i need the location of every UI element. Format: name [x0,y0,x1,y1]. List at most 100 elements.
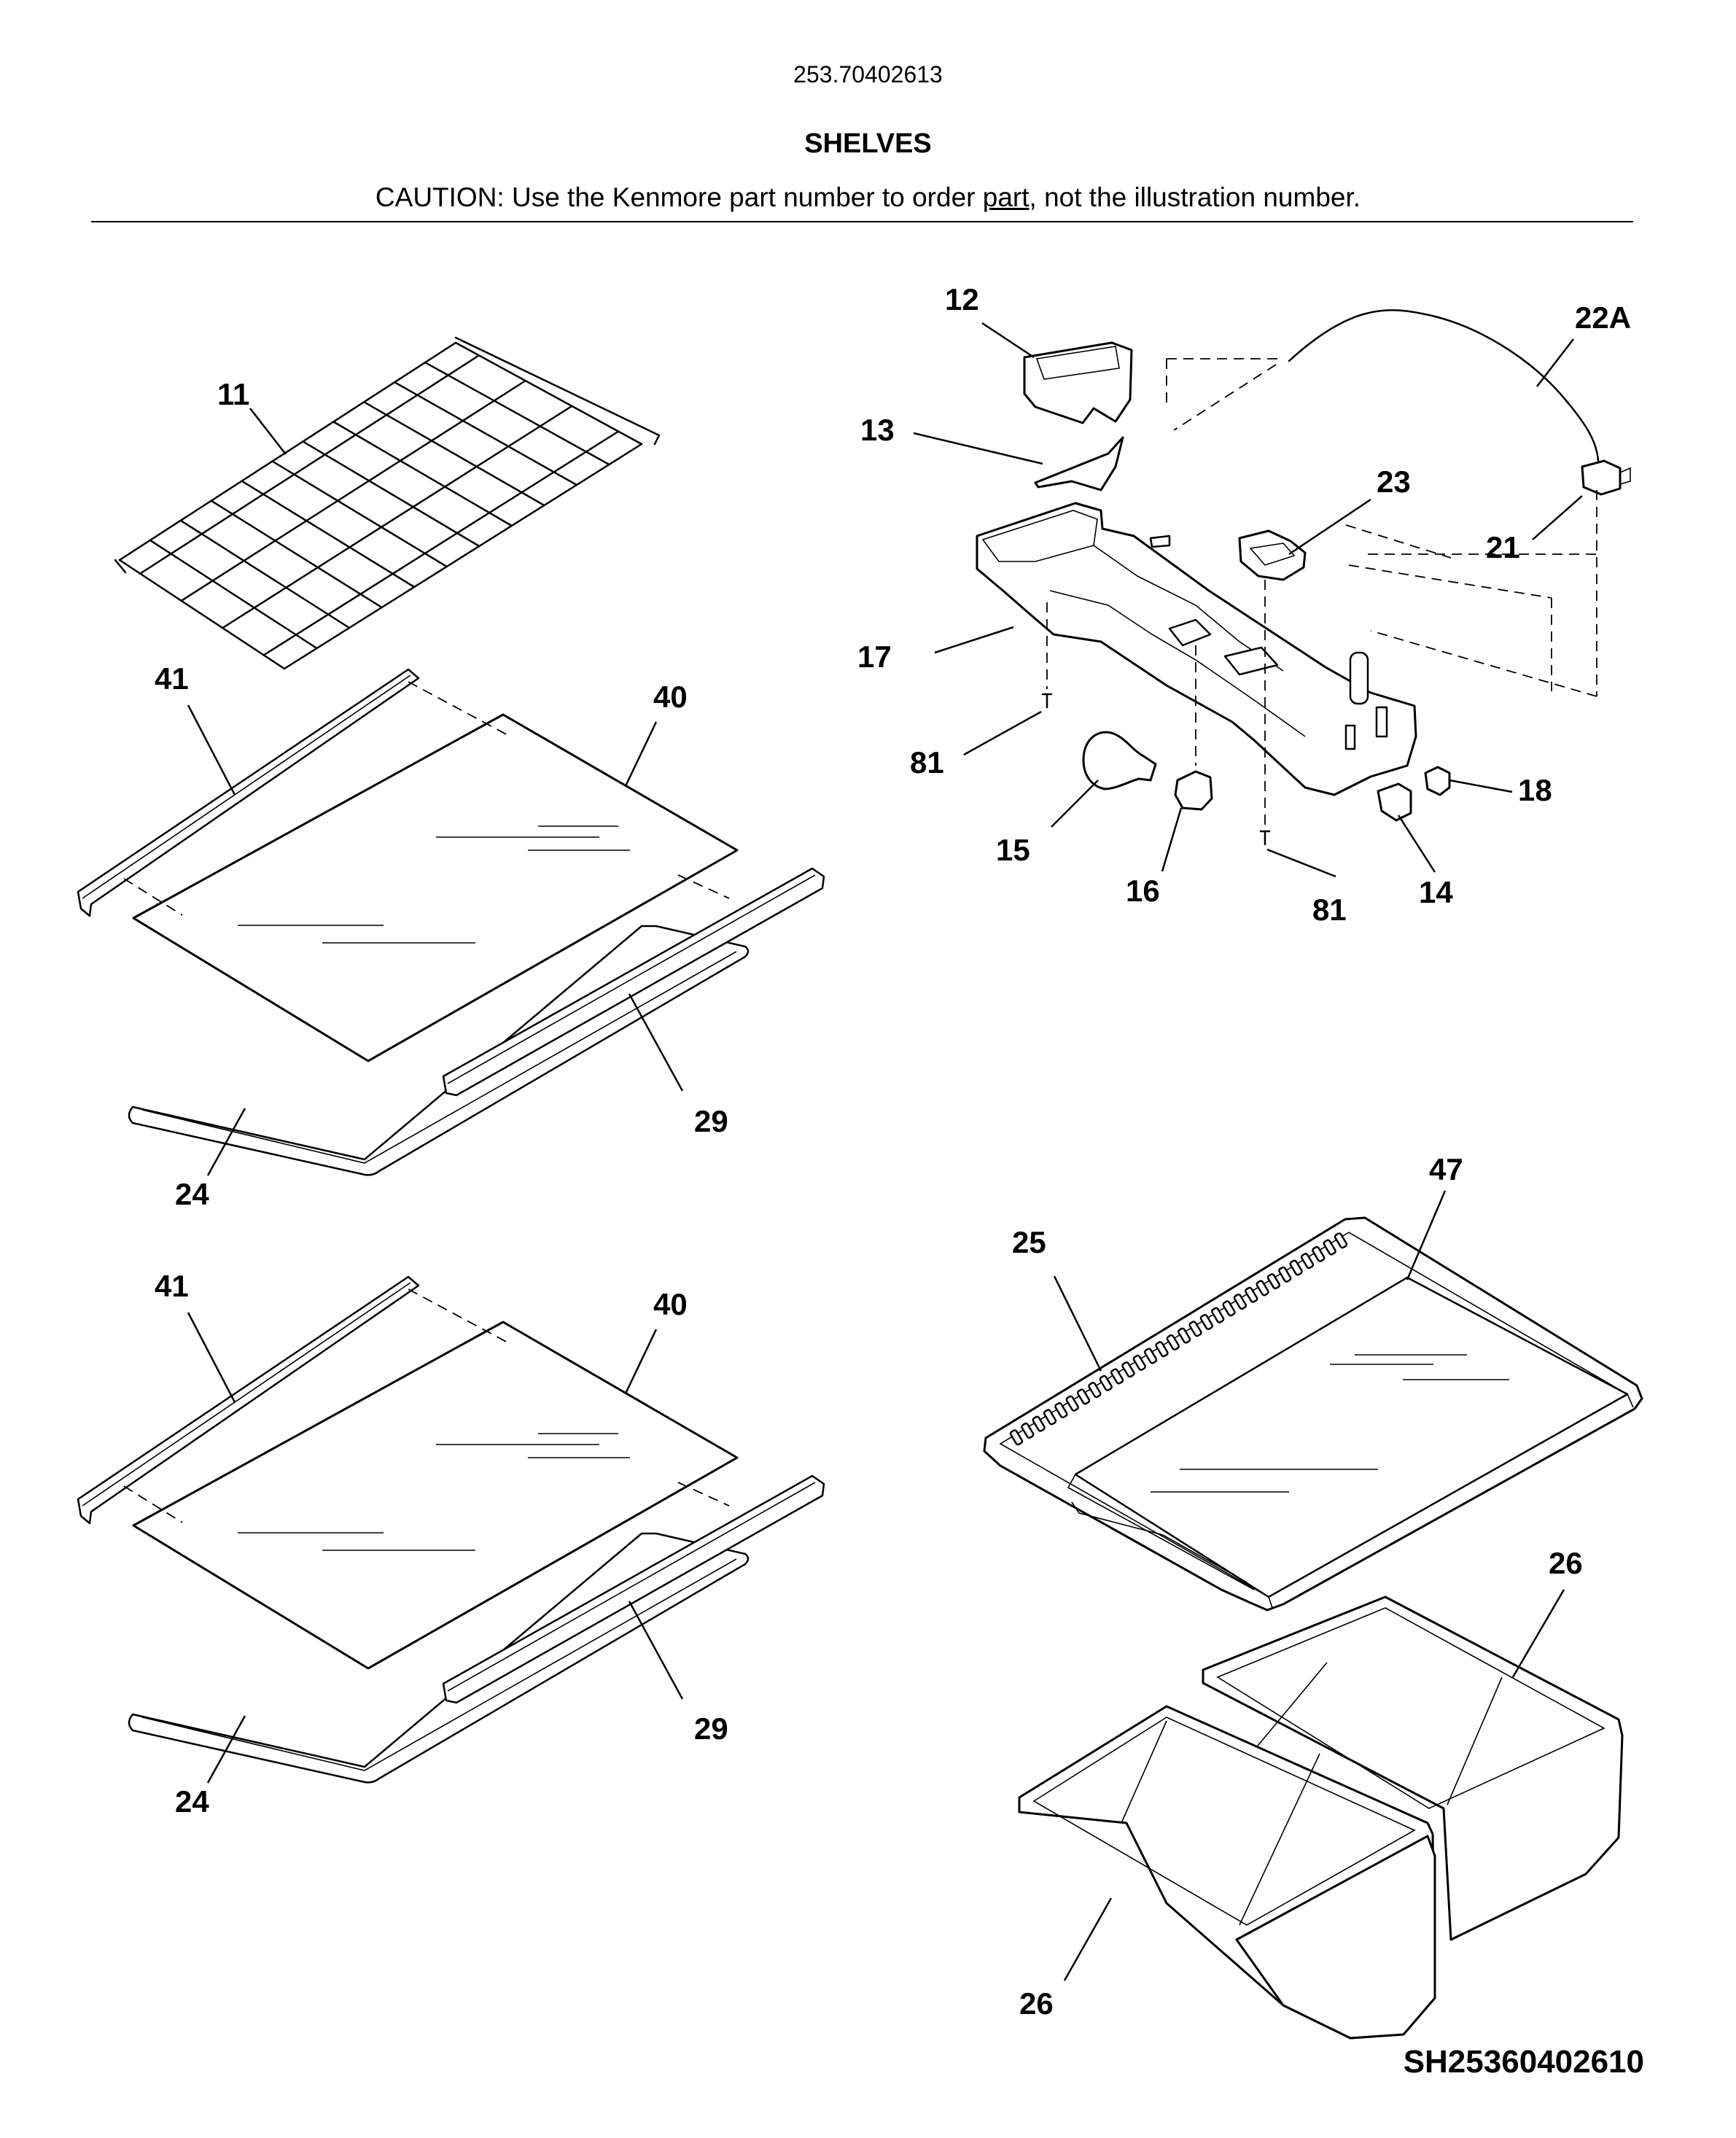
cover-vent-slot [1009,1429,1024,1446]
callout-47: 47 [1429,1152,1463,1186]
callout-24-upper: 24 [175,1177,209,1211]
rear-trim-part-29 [442,867,825,1097]
cover-vent-slot [1266,1273,1281,1290]
wire-shelf-cross-wire [222,405,573,629]
thermostat-part-23 [1238,529,1307,581]
front-trim-part-41-lower [77,1275,420,1525]
light-shield-part-12 [1023,341,1133,424]
callout-26-upper: 26 [1549,1546,1583,1580]
front-trim-part-41 [77,668,420,917]
wire-shelf-bar [149,539,318,650]
light-switch-part-14 [1377,782,1412,822]
drawing-code: SH25360402610 [1404,2044,1644,2080]
cover-vent-slot [1323,1239,1336,1256]
cover-vent-slot [1121,1361,1135,1378]
wire-shelf-bar [302,440,480,548]
callout-22a: 22A [1575,300,1631,335]
callout-21: 21 [1486,530,1520,564]
cover-vent-slot [1032,1415,1046,1432]
wire-shelf-bar [454,341,643,446]
callout-11: 11 [217,377,249,411]
glass-shelf-assembly-upper [77,668,825,1176]
rear-trim-part-29-lower [442,1474,825,1704]
cover-vent-slot [1211,1307,1225,1323]
wire-shelf-bar [179,519,351,629]
wire-shelf-bar [424,361,610,466]
callout-15: 15 [996,833,1030,867]
light-housing-part-17 [976,502,1417,796]
wire-shelf-bar [363,401,545,507]
callout-41-upper: 41 [155,661,189,696]
shelf-frame-part-24-lower [128,1532,750,1784]
cover-vent-slot [1256,1280,1269,1297]
control-knob-part-18 [1424,766,1451,796]
cover-vent-slot [1334,1232,1348,1249]
cover-vent-slot [1155,1341,1169,1358]
cover-vent-slot [1166,1334,1180,1350]
cover-vent-slot [1199,1313,1214,1331]
cover-vent-slot [1132,1354,1146,1371]
callout-29-lower: 29 [694,1711,728,1746]
cover-vent-slot [1245,1286,1258,1303]
wire-shelf-part-11 [114,336,661,670]
glass-panel-part-40-lower [132,1321,739,1670]
light-control-assembly [976,309,1631,846]
cover-vent-slot [1222,1300,1236,1317]
caution-part-word: part [982,182,1029,212]
cover-vent-slot [1076,1388,1091,1405]
cover-vent-slot [1278,1266,1292,1283]
callout-16: 16 [1126,874,1160,908]
light-bulb-part-15 [1082,731,1157,790]
callout-14: 14 [1419,875,1453,909]
cover-vent-slot [1110,1368,1124,1385]
cover-vent-slot [1054,1402,1068,1419]
capillary-tube-part-22a [1288,309,1600,462]
glass-shelf-assembly-lower [77,1275,825,1784]
shelf-frame-part-24 [128,925,750,1176]
callout-29-upper: 29 [694,1104,728,1138]
screw-part-81-upper [1041,693,1053,709]
callout-41-lower: 41 [155,1269,189,1303]
cover-vent-slot [1021,1422,1035,1439]
cover-vent-slot [1300,1253,1315,1270]
light-socket-part-16 [1174,770,1213,811]
callout-81-upper: 81 [910,745,944,780]
cover-vent-slot [1144,1348,1158,1364]
cover-vent-slot [1088,1382,1102,1399]
caution-note: CAUTION: Use the Kenmore part number to … [0,182,1736,213]
callout-25: 25 [1012,1225,1046,1259]
callout-24-lower: 24 [175,1784,209,1819]
wire-shelf-bar [271,460,448,568]
model-number: 253.70402613 [793,61,943,88]
crisper-cover-assembly [983,1216,1643,1612]
wire-shelf-cross-wire [180,379,526,602]
header-divider [91,221,1633,222]
callout-17: 17 [857,640,892,674]
defrost-sensor-part-21 [1581,459,1622,496]
callout-81-lower: 81 [1312,893,1347,927]
callout-40-upper: 40 [653,680,688,714]
cover-vent-slot [1043,1409,1057,1426]
page-title: SHELVES [804,128,932,159]
wire-shelf-bar [210,499,383,609]
wire-shelf-bar [241,480,416,588]
cover-vent-slot [1312,1245,1326,1262]
callout-labels: 11 12 13 17 22A 23 21 81 15 16 81 14 18 … [155,282,1631,2021]
callout-12: 12 [945,282,979,316]
callout-26-lower: 26 [1019,1986,1054,2021]
wire-shelf-cross-wire [262,430,620,656]
callout-40-lower: 40 [653,1287,688,1321]
callout-leaders [187,322,1583,1981]
glass-panel-part-40 [132,713,739,1062]
screw-part-81-lower [1259,830,1271,846]
cover-vent-slot [1065,1395,1079,1412]
crisper-drawer-rear [1202,1595,1624,1941]
callout-13: 13 [860,413,895,447]
caution-prefix: CAUTION: Use the Kenmore part number to … [375,182,983,212]
wire-shelf-bar [118,559,286,670]
wire-shelf-bar [332,421,513,527]
cover-vent-slot [1289,1259,1303,1276]
caution-suffix: , not the illustration number. [1029,182,1361,212]
light-lens-part-13 [1034,436,1124,491]
